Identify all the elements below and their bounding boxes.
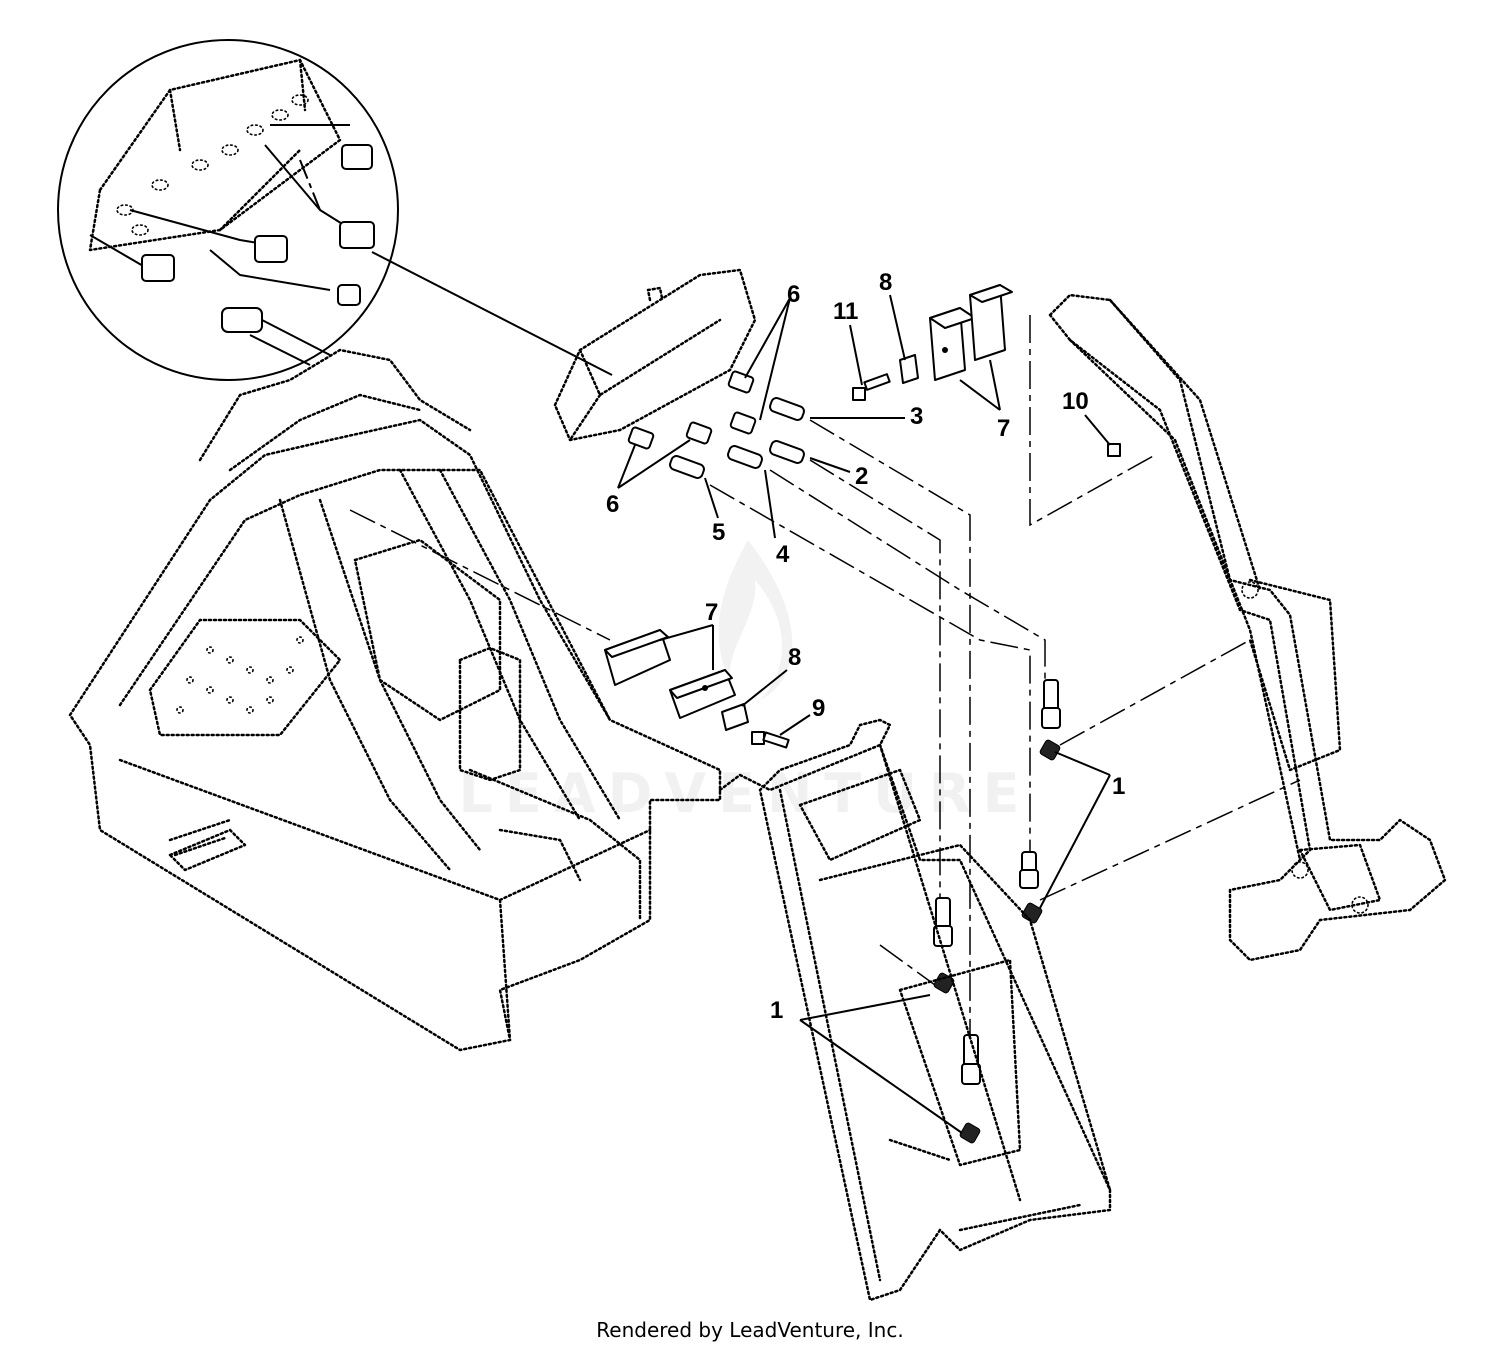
hose-ends: [933, 679, 1061, 1144]
wear-plate-lower: [721, 703, 749, 731]
loader-arm-right: [1048, 293, 1447, 962]
hose-clamp-upper: [929, 284, 1013, 381]
callout-8-upper: 8: [879, 269, 892, 296]
callout-11: 11: [833, 298, 858, 325]
callout-6-lower: 6: [606, 491, 619, 518]
callout-5: 5: [712, 519, 725, 546]
callout-labels: 1 1 2 3 4 5 6 6 7 7 8 8 9 10 11: [606, 269, 1125, 1024]
detail-leader-line: [371, 251, 613, 376]
callout-4: 4: [776, 541, 790, 568]
callout-7-lower: 7: [705, 599, 718, 626]
bolt-upper: [852, 373, 891, 401]
pto-shaft: [168, 828, 247, 872]
control-valve-block: [553, 268, 757, 442]
watermark-text: LEADVENTURE: [459, 762, 1032, 825]
callout-6-upper: 6: [787, 281, 800, 308]
callout-3: 3: [910, 403, 923, 430]
hose-routing-lines: [349, 315, 1301, 1050]
tractor-frame: [68, 348, 722, 1052]
bolt-lower: [751, 731, 790, 749]
valve-fittings: [627, 370, 805, 479]
callout-2: 2: [855, 463, 868, 490]
callout-leaders: [617, 294, 1111, 1134]
detail-view-circle: [57, 39, 399, 381]
callout-1-lower: 1: [770, 997, 783, 1024]
wear-plate-upper: [899, 354, 919, 384]
hose-clamp-lower: [604, 629, 736, 719]
nut: [1107, 443, 1121, 457]
footer-credit: Rendered by LeadVenture, Inc.: [596, 1318, 904, 1342]
callout-7-upper: 7: [997, 415, 1010, 442]
loader-upright-front: [718, 718, 1112, 1302]
callout-8-lower: 8: [788, 644, 801, 671]
callout-9: 9: [812, 695, 825, 722]
callout-1-upper: 1: [1112, 773, 1125, 800]
callout-10: 10: [1062, 388, 1089, 415]
